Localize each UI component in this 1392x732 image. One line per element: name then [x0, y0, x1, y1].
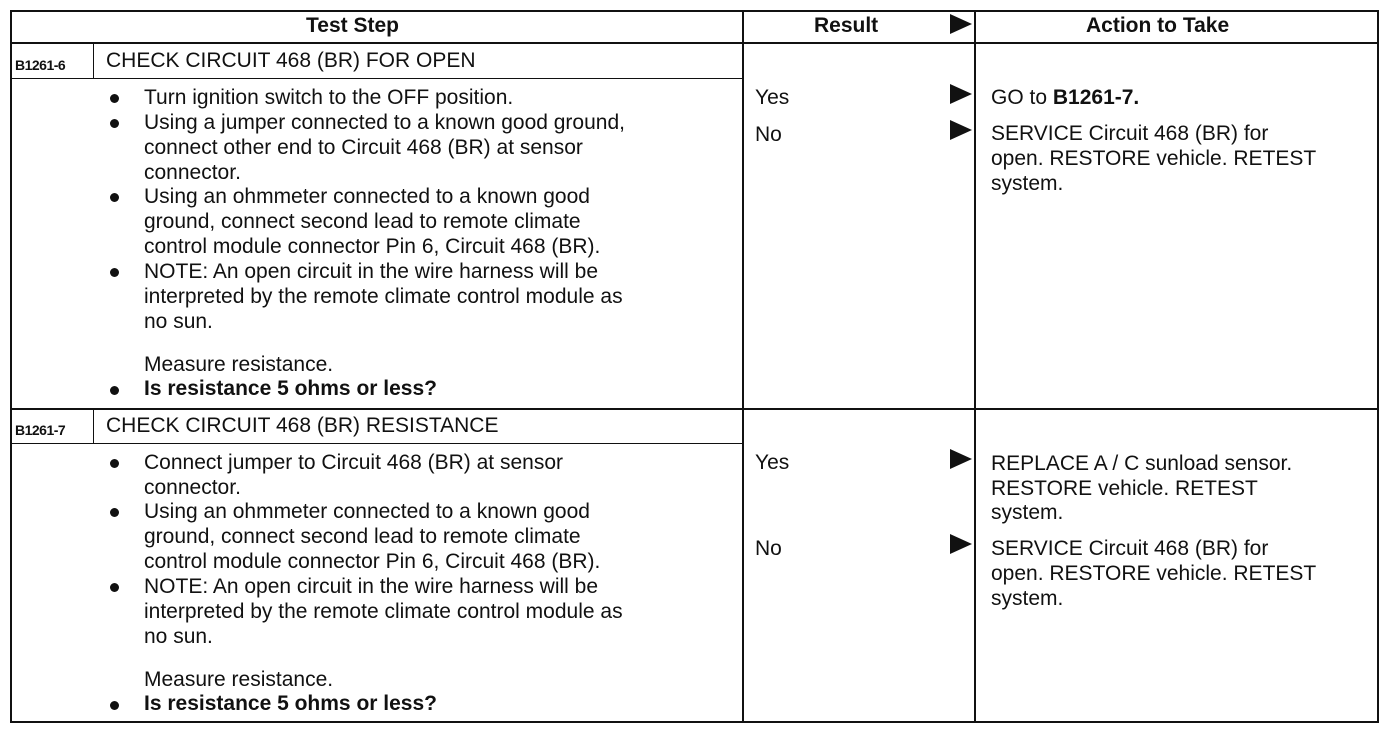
step-line: interpreted by the remote climate contro… — [144, 285, 623, 308]
step-line: no sun. — [144, 625, 213, 648]
step-line: NOTE: An open circuit in the wire harnes… — [144, 575, 599, 598]
table-border-right — [1377, 10, 1379, 723]
step-divider — [10, 408, 1379, 410]
step-line: connector. — [144, 476, 241, 499]
action-line: open. RESTORE vehicle. RETEST — [991, 147, 1317, 170]
result-arrow-icon — [950, 120, 972, 140]
result-yes: Yes — [755, 451, 790, 474]
bullet-icon — [110, 701, 119, 710]
table-border-top — [10, 10, 1379, 12]
result-no: No — [755, 537, 782, 560]
result-arrow-icon — [950, 534, 972, 554]
action-line: open. RESTORE vehicle. RETEST — [991, 562, 1317, 585]
step-line: control module connector Pin 6, Circuit … — [144, 550, 601, 573]
step-line: Connect jumper to Circuit 468 (BR) at se… — [144, 451, 564, 474]
header-action: Action to Take — [1086, 14, 1230, 37]
step1-title-underline — [10, 78, 743, 79]
step-line: Measure resistance. — [144, 353, 334, 376]
header-result: Result — [814, 14, 879, 37]
step-line: Using a jumper connected to a known good… — [144, 111, 625, 134]
step-line: control module connector Pin 6, Circuit … — [144, 235, 601, 258]
step-line: NOTE: An open circuit in the wire harnes… — [144, 260, 599, 283]
action-line: RESTORE vehicle. RETEST — [991, 477, 1258, 500]
bullet-icon — [110, 119, 119, 128]
step2-code-divider — [93, 410, 94, 444]
bullet-icon — [110, 508, 119, 517]
step-title: CHECK CIRCUIT 468 (BR) RESISTANCE — [106, 414, 499, 437]
action-goto: GO to B1261-7. — [991, 86, 1139, 110]
step-code: B1261-7 — [15, 422, 66, 438]
action-target-step: B1261-7. — [1052, 86, 1140, 109]
action-line: system. — [991, 587, 1064, 610]
bullet-icon — [110, 268, 119, 277]
step-line: no sun. — [144, 310, 213, 333]
header-divider — [10, 42, 1379, 44]
step-question: Is resistance 5 ohms or less? — [144, 692, 437, 715]
step-line: connect other end to Circuit 468 (BR) at… — [144, 136, 583, 159]
header-arrow-icon — [950, 14, 972, 34]
bullet-icon — [110, 459, 119, 468]
action-text: GO to — [991, 86, 1053, 109]
action-line: REPLACE A / C sunload sensor. — [991, 452, 1293, 475]
action-line: system. — [991, 501, 1064, 524]
step-line: connector. — [144, 161, 241, 184]
bullet-icon — [110, 583, 119, 592]
step2-title-underline — [10, 443, 743, 444]
result-no: No — [755, 123, 782, 146]
result-arrow-icon — [950, 449, 972, 469]
bullet-icon — [110, 193, 119, 202]
step-title: CHECK CIRCUIT 468 (BR) FOR OPEN — [106, 49, 476, 72]
step-line: Using an ohmmeter connected to a known g… — [144, 185, 590, 208]
step-line: ground, connect second lead to remote cl… — [144, 525, 581, 548]
step1-code-divider — [93, 44, 94, 79]
column-divider-action — [974, 10, 976, 723]
action-line: SERVICE Circuit 468 (BR) for — [991, 122, 1269, 145]
bullet-icon — [110, 94, 119, 103]
table-border-bottom — [10, 721, 1379, 723]
action-line: SERVICE Circuit 468 (BR) for — [991, 537, 1269, 560]
action-line: system. — [991, 172, 1064, 195]
step-question: Is resistance 5 ohms or less? — [144, 377, 437, 400]
bullet-icon — [110, 386, 119, 395]
column-divider-result — [742, 10, 744, 723]
step-line: Turn ignition switch to the OFF position… — [144, 86, 514, 109]
step-line: interpreted by the remote climate contro… — [144, 600, 623, 623]
result-arrow-icon — [950, 84, 972, 104]
header-test-step: Test Step — [306, 14, 399, 37]
step-line: Measure resistance. — [144, 668, 334, 691]
step-line: Using an ohmmeter connected to a known g… — [144, 500, 590, 523]
step-line: ground, connect second lead to remote cl… — [144, 210, 581, 233]
result-yes: Yes — [755, 86, 790, 109]
step-code: B1261-6 — [15, 57, 66, 73]
table-border-left — [10, 10, 12, 723]
